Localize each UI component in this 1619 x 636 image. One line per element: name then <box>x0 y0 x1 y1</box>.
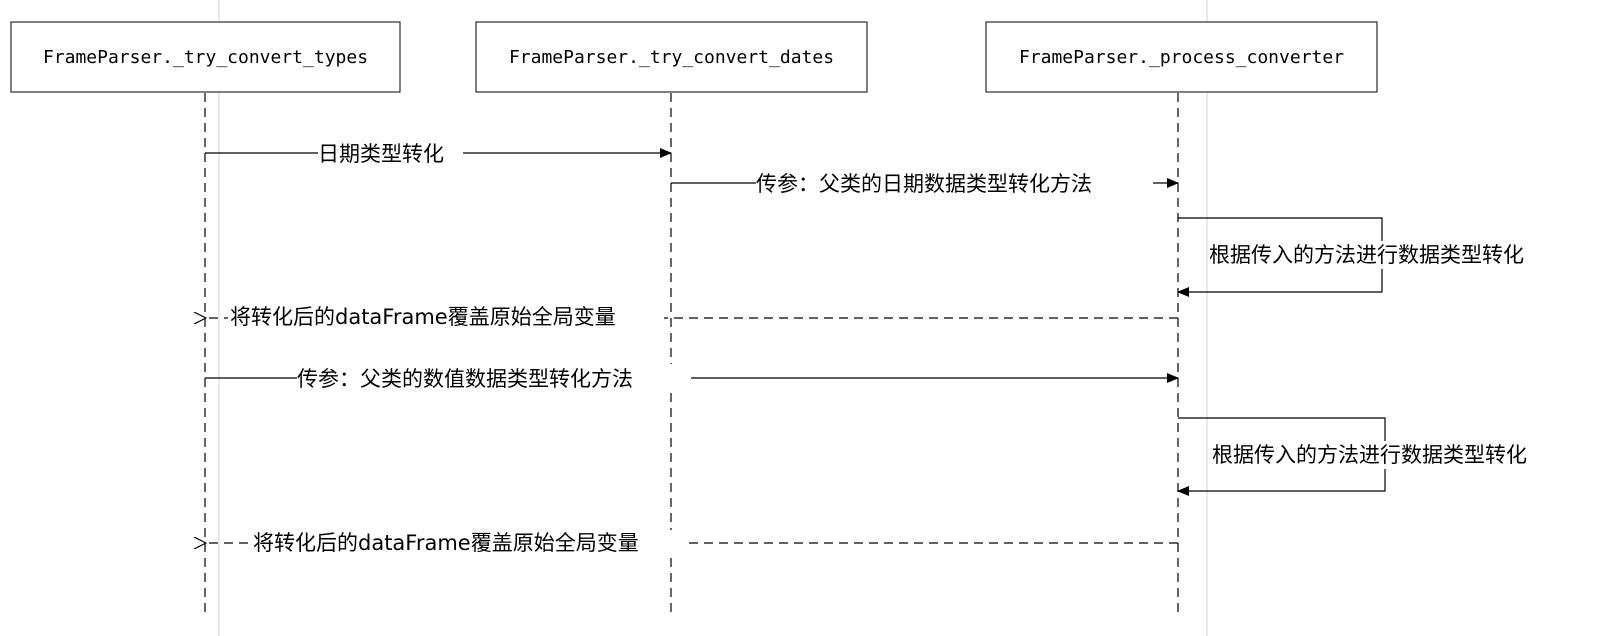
participant-label: FrameParser._try_convert_types <box>43 47 368 68</box>
self-message-convert-1: 根据传入的方法进行数据类型转化 <box>1177 217 1579 297</box>
message-label: 将转化后的dataFrame覆盖原始全局变量 <box>230 305 616 329</box>
message-label: 将转化后的dataFrame覆盖原始全局变量 <box>253 531 639 555</box>
message-label: 根据传入的方法进行数据类型转化 <box>1209 243 1524 267</box>
message-label: 根据传入的方法进行数据类型转化 <box>1212 443 1527 467</box>
participant-try-convert-types: FrameParser._try_convert_types <box>10 21 401 93</box>
participant-process-converter: FrameParser._process_converter <box>985 21 1378 93</box>
message-label: 日期类型转化 <box>318 142 444 166</box>
participant-label: FrameParser._process_converter <box>1019 47 1344 68</box>
message-label: 传参：父类的数值数据类型转化方法 <box>297 367 633 391</box>
participant-label: FrameParser._try_convert_dates <box>509 47 834 68</box>
message-pass-numeric-converter: 传参：父类的数值数据类型转化方法 <box>205 364 1179 391</box>
self-message-convert-2: 根据传入的方法进行数据类型转化 <box>1177 417 1582 496</box>
message-pass-date-converter: 传参：父类的日期数据类型转化方法 <box>671 170 1179 196</box>
participant-try-convert-dates: FrameParser._try_convert_dates <box>475 21 868 93</box>
message-label: 传参：父类的日期数据类型转化方法 <box>756 172 1092 196</box>
return-message-1: 将转化后的dataFrame覆盖原始全局变量 <box>206 304 1178 332</box>
return-message-2: 将转化后的dataFrame覆盖原始全局变量 <box>206 530 1178 558</box>
message-date-type-conversion: 日期类型转化 <box>205 140 672 166</box>
